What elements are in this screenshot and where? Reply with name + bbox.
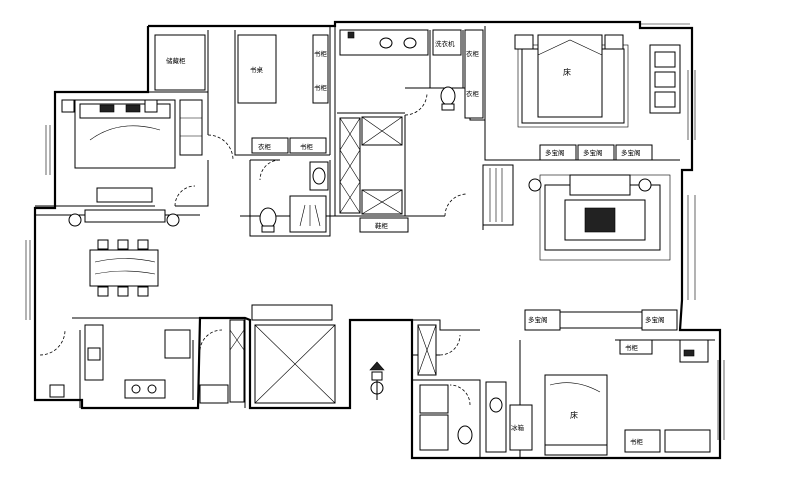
kitchen xyxy=(49,319,245,404)
label-cabinet-a: 衣柜 xyxy=(258,142,272,151)
central-bath: 洗衣机 衣柜 衣柜 鞋柜 xyxy=(339,29,484,233)
toilet-center xyxy=(440,86,456,106)
left-bedroom xyxy=(61,99,203,203)
label-master-bed: 床 xyxy=(563,67,571,77)
label-wardrobe-1: 衣柜 xyxy=(466,49,480,58)
label-shelf-1: 书柜 xyxy=(314,49,328,58)
label-bed-se: 床 xyxy=(570,410,578,420)
label-corridor-cabinet: 鞋柜 xyxy=(375,221,389,230)
label-shelf-2: 书柜 xyxy=(314,83,328,92)
master-bed xyxy=(537,34,603,118)
label-media-3: 多宝阁 xyxy=(621,148,641,157)
bed-se xyxy=(544,374,608,446)
label-media-2: 多宝阁 xyxy=(583,148,603,157)
label-wardrobe-2: 衣柜 xyxy=(466,89,480,98)
label-display-left: 多宝阁 xyxy=(528,315,548,324)
label-fridge: 冰箱 xyxy=(511,423,525,432)
toilet-left xyxy=(259,207,277,229)
piano xyxy=(482,164,514,226)
study-room: 储藏柜 书桌 书柜 书柜 衣柜 书柜 xyxy=(154,34,329,154)
toilet-se xyxy=(457,425,473,445)
label-bookcase: 书柜 xyxy=(300,142,314,151)
study-desk xyxy=(237,34,277,104)
living-room: 多宝阁 多宝阁 xyxy=(482,164,678,331)
door-swings xyxy=(39,92,471,406)
master-bedroom: 床 多宝阁 多宝阁 多宝阁 xyxy=(514,34,681,161)
label-study-desk: 书桌 xyxy=(250,65,264,74)
label-wardrobe-top-left: 储藏柜 xyxy=(166,56,186,65)
label-media-1: 多宝阁 xyxy=(545,148,565,157)
sofa xyxy=(569,174,631,196)
dining-table xyxy=(89,249,159,287)
elevator-shaft xyxy=(251,304,336,404)
label-laundry: 洗衣机 xyxy=(435,39,455,48)
label-desk-se: 书柜 xyxy=(630,437,644,446)
se-suite: 冰箱 床 书柜 书柜 xyxy=(417,324,711,456)
windows xyxy=(25,23,725,440)
dining-area xyxy=(68,209,180,297)
label-display-right: 多宝阁 xyxy=(645,315,665,324)
label-shelf-se: 书柜 xyxy=(625,343,639,352)
bathroom-left xyxy=(259,161,329,233)
wardrobe-left xyxy=(179,99,203,156)
outer-walls xyxy=(33,20,722,460)
north-arrow-icon xyxy=(369,361,385,400)
